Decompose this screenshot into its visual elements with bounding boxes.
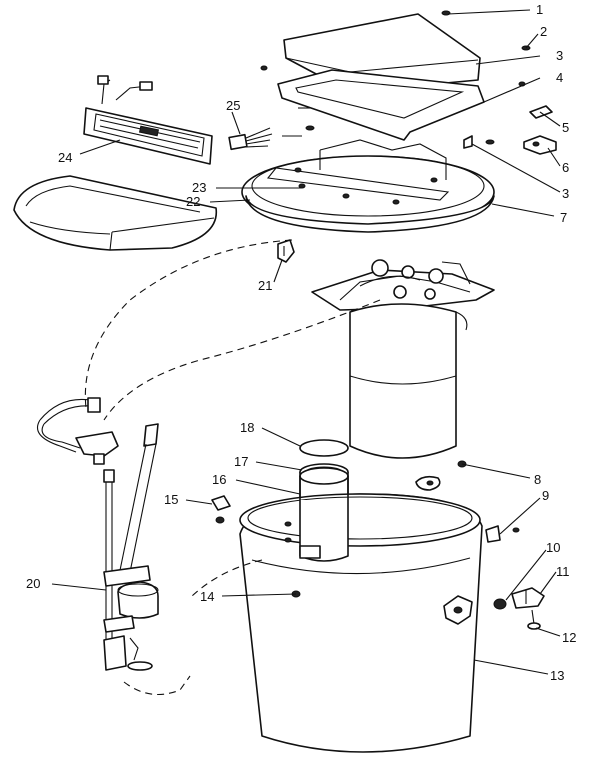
callout-23: 23 xyxy=(192,180,206,195)
callout-4: 4 xyxy=(556,70,563,85)
part-brine-valve xyxy=(75,397,191,696)
part-overflow-fitting xyxy=(493,587,545,630)
tubing-lines xyxy=(36,239,381,453)
callout-1: 1 xyxy=(536,2,543,17)
leader-lines xyxy=(51,9,561,675)
callout-labels: 1 2 3 4 5 6 3 7 8 9 10 11 12 13 14 15 16… xyxy=(26,2,576,683)
callout-20: 20 xyxy=(26,576,40,591)
callout-7: 7 xyxy=(560,210,567,225)
callout-2: 2 xyxy=(540,24,547,39)
callout-16: 16 xyxy=(212,472,226,487)
callout-21: 21 xyxy=(258,278,272,293)
part-valve-assembly xyxy=(311,259,495,459)
callout-18: 18 xyxy=(240,420,254,435)
callout-25: 25 xyxy=(226,98,240,113)
part-salt-tank xyxy=(191,467,483,753)
part-salt-lid xyxy=(13,175,218,251)
part-control-panel xyxy=(83,75,213,165)
callout-24: 24 xyxy=(58,150,72,165)
part-wire-harness xyxy=(228,127,273,151)
part-clips xyxy=(523,105,557,155)
part-tank-ring xyxy=(241,139,495,233)
callout-17: 17 xyxy=(234,454,248,469)
callout-8: 8 xyxy=(534,472,541,487)
part-fasteners xyxy=(211,495,321,598)
callout-3-bottom: 3 xyxy=(562,186,569,201)
part-grommets xyxy=(415,460,520,543)
part-small-clip xyxy=(277,239,295,263)
callout-9: 9 xyxy=(542,488,549,503)
callout-5: 5 xyxy=(562,120,569,135)
callout-22: 22 xyxy=(186,194,200,209)
callout-3-top: 3 xyxy=(556,48,563,63)
callout-13: 13 xyxy=(550,668,564,683)
callout-10: 10 xyxy=(546,540,560,555)
callout-14: 14 xyxy=(200,589,214,604)
callout-15: 15 xyxy=(164,492,178,507)
callout-11: 11 xyxy=(556,564,570,579)
callout-6: 6 xyxy=(562,160,569,175)
callout-12: 12 xyxy=(562,630,576,645)
